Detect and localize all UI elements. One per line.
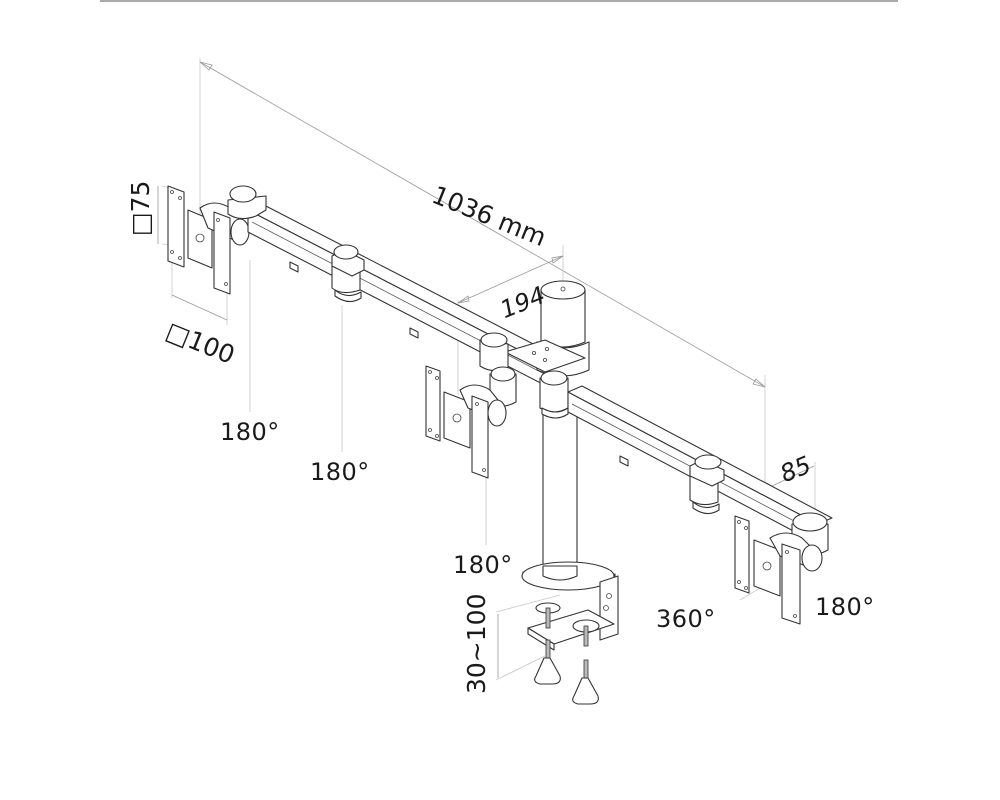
right-monitor-head (734, 515, 823, 625)
top-border-rule (100, 0, 898, 2)
rotation-right-arm-label: 360° (656, 605, 716, 633)
center-monitor-head (425, 365, 507, 479)
desk-clamp (527, 575, 619, 705)
rotation-left-head-label: 180° (220, 418, 280, 446)
rotation-right-head-label: 180° (815, 593, 875, 621)
rotation-center-head-label: 180° (453, 551, 513, 579)
clamp-range-label: 30~100 (462, 593, 491, 694)
center-post (479, 280, 616, 591)
rotation-left-arm-label: 180° (310, 458, 370, 486)
vesa-75-label: □75 (126, 180, 155, 236)
